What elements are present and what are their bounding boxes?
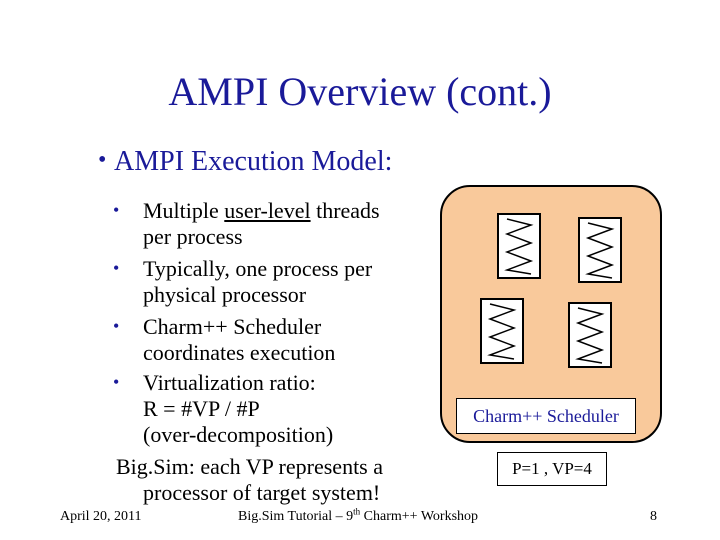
bullet-threads: • Multiple user-level threads per proces…	[113, 198, 380, 250]
zigzag-thread-icon	[497, 213, 541, 279]
bullet-virtualization-line2: R = #VP / #P	[143, 396, 260, 421]
bullet-process: • Typically, one process per physical pr…	[113, 256, 373, 308]
footer-title: Big.Sim Tutorial – 9th Charm++ Workshop	[238, 506, 479, 526]
bullet-threads-underlined: user-level	[224, 198, 311, 223]
main-bullet-dot: •	[98, 147, 107, 173]
slide-title: AMPI Overview (cont.)	[168, 69, 552, 114]
main-bullet-text: AMPI Execution Model:	[114, 146, 393, 177]
bullet-threads-line2: per process	[143, 224, 243, 249]
bullet-process-line1: Typically, one process per	[143, 256, 373, 281]
main-bullet: • AMPI Execution Model:	[98, 146, 393, 177]
bullet-virtualization-line3: (over-decomposition)	[143, 422, 334, 447]
bullet-dot: •	[113, 200, 120, 220]
zigzag-thread-icon	[568, 302, 612, 368]
bullet-scheduler: • Charm++ Scheduler coordinates executio…	[113, 314, 336, 366]
footer-title-sup: th	[353, 506, 361, 517]
bullet-dot: •	[113, 316, 120, 336]
bullet-dot: •	[113, 372, 120, 392]
footer-title-post: Charm++ Workshop	[360, 509, 479, 524]
bullet-scheduler-line1: Charm++ Scheduler	[143, 314, 322, 339]
scheduler-box: Charm++ Scheduler	[456, 398, 636, 434]
zigzag-thread-icon	[578, 217, 622, 283]
page-number: 8	[650, 509, 657, 524]
bigsim-note-line1: Big.Sim: each VP represents a	[116, 454, 384, 479]
footer-date: April 20, 2011	[60, 509, 142, 524]
footer-title-pre: Big.Sim Tutorial – 9	[238, 509, 354, 524]
zigzag-thread-icon	[480, 298, 524, 364]
bullet-threads-post: threads	[310, 198, 380, 223]
bullet-process-line2: physical processor	[143, 282, 307, 307]
bigsim-note: Big.Sim: each VP represents a processor …	[116, 454, 383, 506]
bullet-virtualization: • Virtualization ratio: R = #VP / #P (ov…	[113, 370, 334, 448]
bullet-dot: •	[113, 258, 120, 278]
bullet-threads-pre: Multiple	[143, 198, 225, 223]
bullet-scheduler-line2: coordinates execution	[143, 340, 336, 365]
bigsim-note-line2: processor of target system!	[143, 480, 381, 505]
ratio-box: P=1 , VP=4	[497, 452, 607, 486]
bullet-virtualization-line1: Virtualization ratio:	[143, 370, 316, 395]
